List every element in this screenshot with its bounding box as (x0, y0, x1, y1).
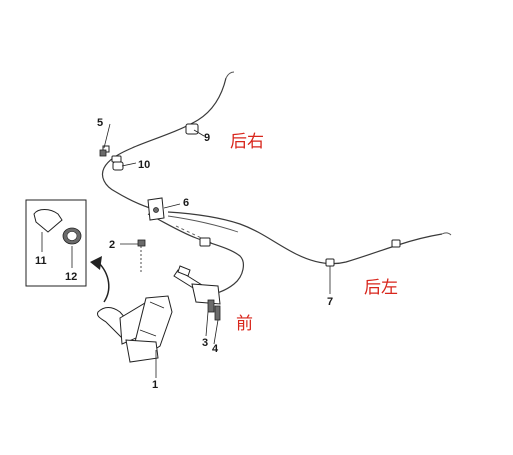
label-front: 前 (236, 314, 253, 334)
front-brake-cable (147, 213, 244, 297)
callout-10: 10 (138, 159, 150, 171)
callout-6: 6 (183, 197, 189, 209)
assembly-arrow (90, 256, 110, 303)
hand-brake-lever (97, 295, 173, 363)
bolt-2 (137, 239, 146, 272)
callout-4: 4 (212, 343, 219, 355)
cable-equalizer-bracket (147, 197, 165, 221)
callout-2: 2 (109, 239, 115, 251)
callout-5: 5 (97, 117, 103, 129)
callout-1: 1 (152, 379, 158, 391)
adjuster-assembly (173, 265, 221, 321)
callout-3: 3 (202, 337, 208, 349)
label-rear-left: 后左 (364, 278, 398, 298)
handle-cap-inset (25, 199, 87, 287)
rear-right-brake-cable (101, 71, 235, 209)
callout-9: 9 (204, 132, 210, 144)
label-rear-right: 后右 (230, 132, 264, 152)
leader-lines (41, 123, 331, 378)
rear-left-brake-cable (167, 211, 452, 267)
bolt-5 (99, 149, 107, 157)
clip-9 (185, 123, 199, 135)
clip-10 (112, 161, 124, 171)
callout-12: 12 (65, 271, 77, 283)
callout-11: 11 (35, 255, 47, 267)
callout-7: 7 (327, 296, 333, 308)
